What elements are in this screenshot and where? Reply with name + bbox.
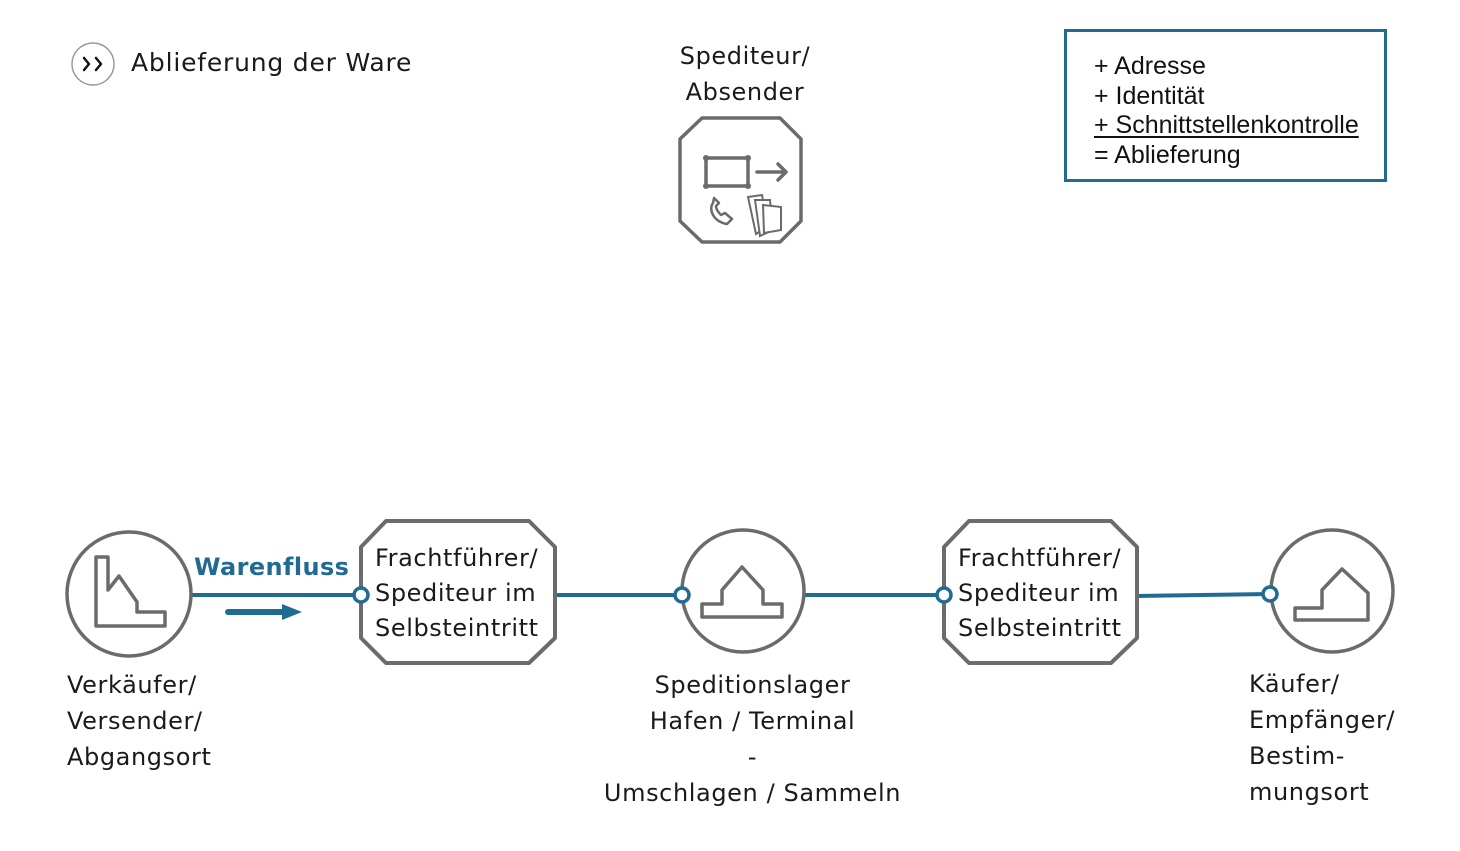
seller-label-line: Verkäufer/	[67, 671, 197, 699]
carrier-1-label: Frachtführer/ Spediteur im Selbsteintrit…	[375, 541, 539, 646]
carrier-node-1	[359, 519, 557, 665]
buyer-label-line: Käufer/	[1249, 670, 1340, 698]
shipper-label: Spediteur/ Absender	[640, 38, 850, 110]
dispatch-documents-icon	[678, 116, 803, 244]
carrier-2-label: Frachtführer/ Spediteur im Selbsteintrit…	[958, 541, 1122, 646]
warehouse-label-line: Umschlagen / Sammeln	[603, 779, 902, 807]
flow-label: Warenfluss	[194, 553, 350, 581]
seller-label-line: Versender/	[67, 707, 203, 735]
carrier-2-label-line: Selbsteintritt	[958, 614, 1122, 642]
info-line-interface-check: + Schnittstellenkontrolle	[1094, 111, 1359, 139]
warehouse-label-line: Speditionslager	[654, 671, 851, 699]
warehouse-node	[680, 528, 806, 654]
double-chevron-right-icon	[71, 42, 115, 86]
warehouse-icon	[700, 565, 784, 619]
info-line-identity: + Identität	[1094, 81, 1205, 110]
buyer-label-line: mungsort	[1249, 778, 1370, 806]
flow-line	[191, 592, 1271, 598]
buyer-label-line: Bestim-	[1249, 742, 1346, 770]
carrier-1-label-line: Spediteur im	[375, 579, 537, 607]
shipper-label-line: Spediteur/	[679, 42, 811, 70]
buyer-node	[1269, 528, 1395, 654]
buyer-label: Käufer/ Empfänger/ Bestim- mungsort	[1249, 666, 1395, 810]
warehouse-label: Speditionslager Hafen / Terminal - Umsch…	[590, 667, 915, 811]
info-box: + Adresse + Identität + Schnittstellenko…	[1064, 29, 1387, 182]
shipper-label-line: Absender	[685, 78, 805, 106]
seller-node	[65, 530, 193, 658]
page-title: Ablieferung der Ware	[131, 48, 413, 77]
flow-arrow	[225, 604, 302, 620]
carrier-1-label-line: Selbsteintritt	[375, 614, 539, 642]
buyer-label-line: Empfänger/	[1249, 706, 1396, 734]
connection-ports	[352, 585, 1279, 604]
info-line-delivery: = Ablieferung	[1094, 140, 1241, 169]
seller-label-line: Abgangsort	[67, 743, 212, 771]
carrier-1-label-line: Frachtführer/	[375, 544, 539, 572]
warehouse-label-line: -	[747, 743, 758, 771]
carrier-2-label-line: Frachtführer/	[958, 544, 1122, 572]
warehouse-label-line: Hafen / Terminal	[649, 707, 856, 735]
carrier-node-2	[942, 519, 1139, 665]
house-icon	[1293, 567, 1370, 622]
factory-icon	[94, 555, 167, 628]
carrier-2-label-line: Spediteur im	[958, 579, 1120, 607]
seller-label: Verkäufer/ Versender/ Abgangsort	[67, 667, 212, 775]
info-line-address: + Adresse	[1094, 52, 1206, 80]
